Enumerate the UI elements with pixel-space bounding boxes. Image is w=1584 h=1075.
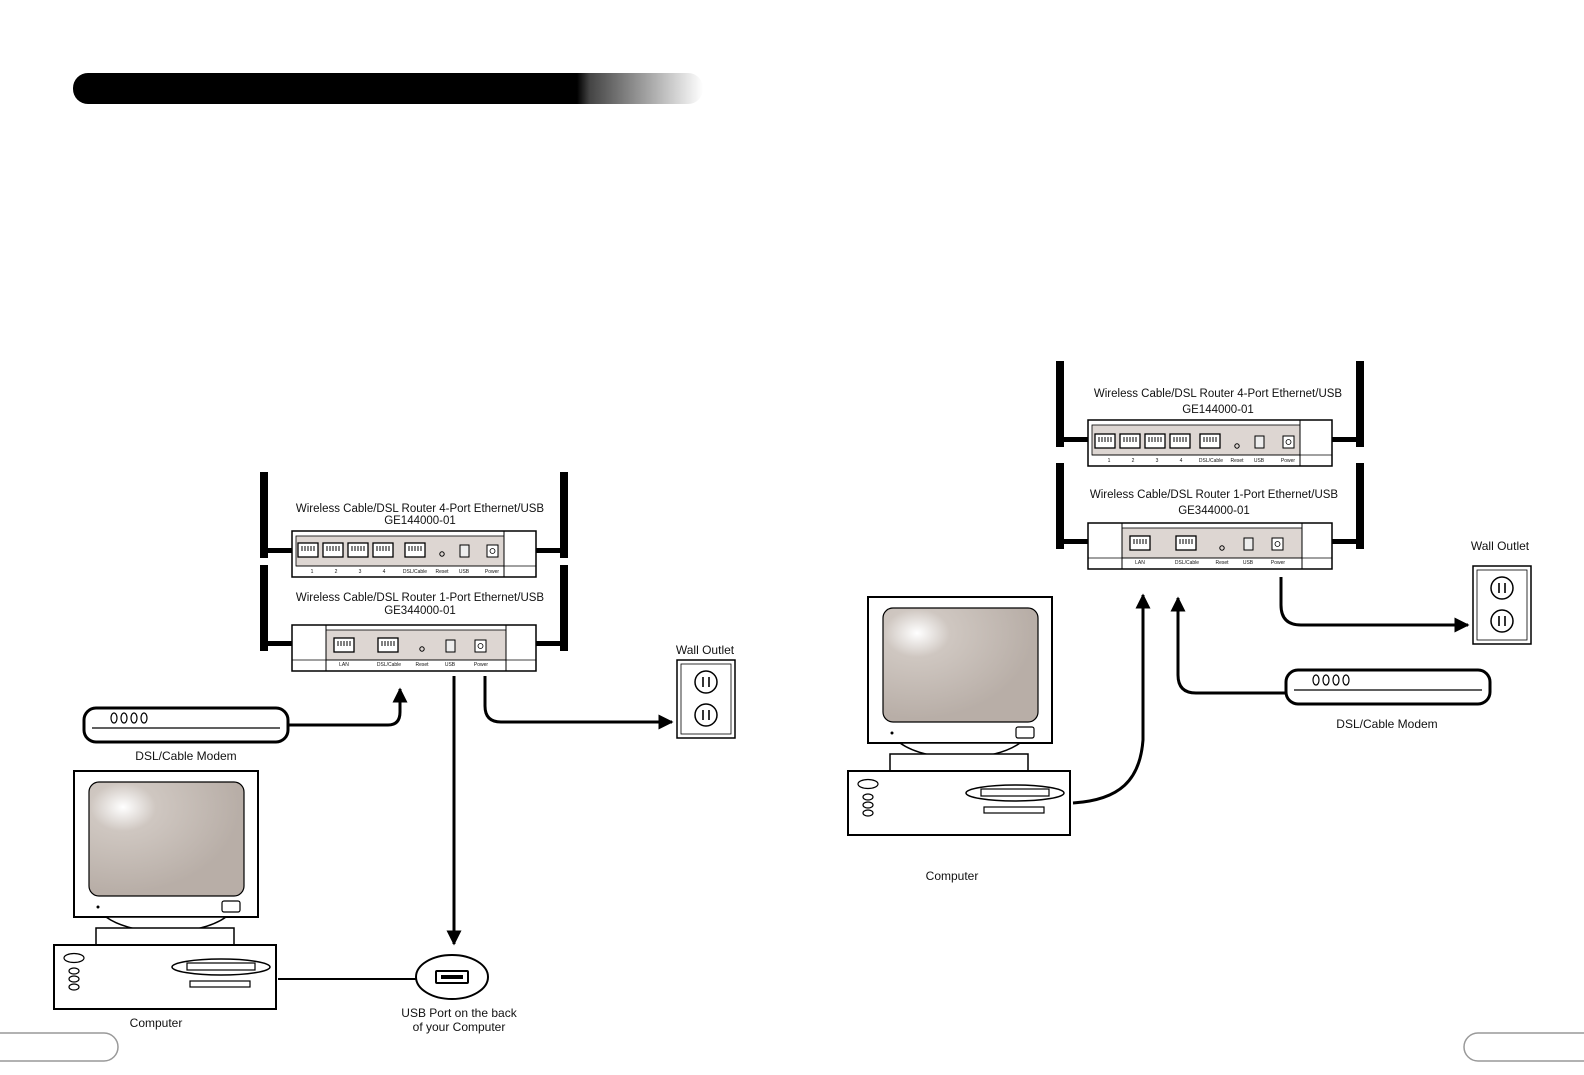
router-1port: Wireless Cable/DSL Router 1-Port Etherne… — [1055, 462, 1365, 570]
computer-label: Computer — [130, 1016, 183, 1030]
power-port-icon — [474, 639, 487, 653]
port-label: USB — [1243, 560, 1254, 566]
router-4port-title: Wireless Cable/DSL Router 4-Port Etherne… — [296, 503, 545, 515]
modem-to-router-cable — [288, 687, 408, 727]
page-footer — [0, 1032, 1584, 1062]
router-4port: Wireless Cable/DSL Router 4-Port Etherne… — [259, 471, 569, 578]
lan-port-icon — [1129, 535, 1151, 551]
left-connection-diagram: Wireless Cable/DSL Router 4-Port Etherne… — [53, 471, 736, 1034]
computer-icon — [53, 770, 277, 1010]
dsl-port-icon — [1175, 535, 1197, 551]
port-label: 4 — [1180, 458, 1183, 464]
cable-modem-icon — [1284, 668, 1492, 706]
computer-icon — [847, 596, 1071, 836]
router-1port-title: Wireless Cable/DSL Router 1-Port Etherne… — [296, 592, 545, 604]
port-label: 2 — [1132, 458, 1135, 464]
port-label: Power — [485, 569, 500, 575]
dsl-port-icon — [377, 637, 399, 653]
router-1port-model: GE344000-01 — [1178, 505, 1250, 517]
ethernet-port-icon — [1144, 433, 1166, 449]
ethernet-port-icon — [322, 542, 344, 558]
port-label: 2 — [335, 569, 338, 575]
reset-button-icon — [1219, 545, 1225, 551]
ethernet-port-icon — [372, 542, 394, 558]
port-label: LAN — [1135, 560, 1145, 566]
port-label: DSL/Cable — [403, 569, 427, 575]
usb-port-label-line1: USB Port on the back — [401, 1006, 517, 1020]
port-label: Reset — [1215, 560, 1229, 566]
wall-outlet-icon — [1472, 565, 1532, 645]
router-1port-model: GE344000-01 — [384, 605, 456, 617]
power-cable — [1279, 577, 1470, 633]
port-label: USB — [1254, 458, 1265, 464]
router-4port-model: GE144000-01 — [384, 515, 456, 527]
power-port-icon — [1271, 537, 1284, 551]
port-label: 4 — [383, 569, 386, 575]
modem-to-router-cable — [1170, 596, 1286, 695]
power-port-icon — [486, 544, 499, 558]
right-page-number-tab — [1463, 1032, 1584, 1062]
port-label: DSL/Cable — [377, 662, 401, 668]
dsl-port-icon — [404, 542, 426, 558]
computer-label: Computer — [926, 869, 979, 883]
port-label: DSL/Cable — [1175, 560, 1199, 566]
port-label: 3 — [1156, 458, 1159, 464]
ethernet-port-icon — [1094, 433, 1116, 449]
port-label: 1 — [311, 569, 314, 575]
modem-label: DSL/Cable Modem — [135, 749, 236, 763]
port-label: Power — [1271, 560, 1286, 566]
port-label: LAN — [339, 662, 349, 668]
port-label: DSL/Cable — [1199, 458, 1223, 464]
port-label: 3 — [359, 569, 362, 575]
port-label: 1 — [1108, 458, 1111, 464]
reset-button-icon — [419, 646, 425, 652]
router-4port: Wireless Cable/DSL Router 4-Port Etherne… — [1055, 360, 1365, 467]
ethernet-port-icon — [1169, 433, 1191, 449]
lan-port-icon — [333, 637, 355, 653]
power-cable — [483, 676, 674, 730]
port-label: Power — [474, 662, 489, 668]
dsl-port-icon — [1199, 433, 1221, 449]
port-label: Reset — [415, 662, 429, 668]
wall-outlet-icon — [676, 659, 736, 739]
router-1port-body — [259, 564, 569, 672]
router-1port: Wireless Cable/DSL Router 1-Port Etherne… — [259, 564, 569, 672]
port-label: Power — [1281, 458, 1296, 464]
router-1port-title: Wireless Cable/DSL Router 1-Port Etherne… — [1090, 489, 1339, 501]
ethernet-port-icon — [347, 542, 369, 558]
reset-button-icon — [439, 551, 445, 557]
ethernet-port-icon — [1119, 433, 1141, 449]
usb-port-icon — [459, 544, 470, 558]
port-label: USB — [445, 662, 456, 668]
cable-modem-icon — [82, 706, 290, 744]
left-page-number-tab — [0, 1032, 119, 1062]
modem-label: DSL/Cable Modem — [1336, 717, 1437, 731]
outlet-label: Wall Outlet — [1471, 539, 1530, 553]
port-label: Reset — [1230, 458, 1244, 464]
usb-port-label-line2: of your Computer — [413, 1020, 506, 1034]
router-4port-model: GE144000-01 — [1182, 404, 1254, 416]
ethernet-port-icon — [297, 542, 319, 558]
router-4port-title: Wireless Cable/DSL Router 4-Port Etherne… — [1094, 388, 1343, 400]
usb-port-icon — [1254, 435, 1265, 449]
reset-button-icon — [1234, 443, 1240, 449]
usb-port-icon — [1243, 537, 1254, 551]
power-port-icon — [1282, 435, 1295, 449]
outlet-label: Wall Outlet — [676, 643, 735, 657]
right-connection-diagram: Wireless Cable/DSL Router 4-Port Etherne… — [847, 360, 1532, 883]
usb-port-icon — [445, 639, 456, 653]
port-label: USB — [459, 569, 470, 575]
section-header-bar — [73, 73, 703, 104]
port-label: Reset — [435, 569, 449, 575]
ethernet-cable — [1072, 593, 1151, 805]
